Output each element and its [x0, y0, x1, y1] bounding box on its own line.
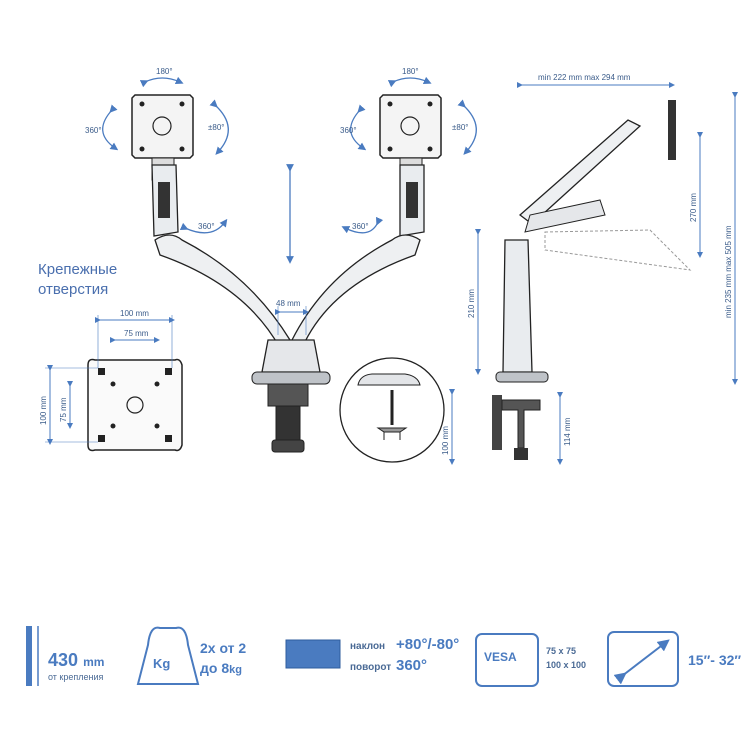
side-clamp-arm	[501, 399, 541, 449]
reach-note: от крепления	[48, 672, 104, 682]
side-height-range-label: min 235 mm max 505 mm	[724, 225, 733, 318]
vesa-100-width-label: 100 mm	[120, 309, 149, 318]
right-forearm-slot	[406, 182, 418, 218]
clamp-detail: 100 mm	[339, 357, 455, 465]
right-rotation-360-label: 360°	[340, 126, 357, 135]
side-270-label: 270 mm	[689, 193, 698, 222]
caption-line-1: Крепежные	[38, 261, 118, 278]
base-plate	[251, 371, 331, 385]
rotate-label: поворот	[350, 662, 392, 673]
clamp-height-label: 100 mm	[441, 426, 450, 455]
reach-range-label: min 222 mm max 294 mm	[538, 73, 631, 82]
side-column	[502, 239, 533, 373]
vesa-75-width-label: 75 mm	[124, 329, 149, 338]
mounting-holes-caption: Крепежные отверстия	[38, 260, 117, 300]
vesa-icon	[475, 633, 539, 687]
spec-icons	[26, 626, 679, 687]
right-rotation-180-label: 180°	[402, 67, 419, 76]
left-arm-rotation-label: 360°	[198, 222, 215, 231]
left-forearm-slot	[158, 182, 170, 218]
right-tilt-label: ±80°	[452, 123, 469, 132]
right-main-arm	[291, 234, 421, 350]
tilt-value: +80°/-80°	[396, 636, 460, 653]
screen-size-range: 15″- 32″	[688, 652, 742, 668]
left-rotation-180-label: 180°	[156, 67, 173, 76]
weight-line-2-value: до 8	[200, 660, 230, 676]
weight-icon	[136, 626, 200, 685]
vesa-100-height-label: 100 mm	[39, 396, 48, 425]
side-arm-ghost	[544, 229, 692, 271]
reach-unit: mm	[83, 655, 105, 669]
vesa-badge-label: VESA	[484, 650, 517, 664]
clamp-knob	[271, 439, 305, 453]
side-114-label: 114 mm	[563, 417, 572, 446]
side-clamp-knob	[514, 448, 528, 460]
right-arm-rotation-label: 360°	[352, 222, 369, 231]
weight-line-2: до 8kg	[200, 660, 242, 676]
clamp-body	[267, 383, 309, 407]
clamp-screw	[275, 405, 301, 441]
column-width-label: 48 mm	[276, 299, 301, 308]
tilt-label: наклон	[350, 641, 386, 652]
vesa-size-2: 100 x 100	[546, 660, 587, 670]
vesa-75-height-label: 75 mm	[59, 397, 68, 422]
reach-value: 430	[48, 650, 79, 670]
left-rotation-360-label: 360°	[85, 126, 102, 135]
screen-tilt-icon	[285, 639, 341, 669]
weight-unit: kg	[229, 664, 242, 676]
caption-line-2: отверстия	[38, 281, 109, 298]
dual-arm-front-view: 180° 180° 360° 360° ±80° ±80° 360° 360° …	[85, 67, 477, 453]
side-clamp	[492, 395, 502, 450]
left-tilt-label: ±80°	[208, 123, 225, 132]
side-arm-joint	[524, 199, 606, 233]
screen-size-icon	[607, 631, 679, 687]
vesa-detail: 100 mm 75 mm 100 mm 75 mm	[39, 309, 183, 452]
reach-spec: 430 mm	[48, 650, 104, 671]
rotate-value: 360°	[396, 657, 428, 674]
side-view: min 222 mm max 294 mm 210 mm 270 mm min …	[467, 73, 738, 465]
weight-icon-label: Kg	[153, 656, 171, 671]
left-main-arm	[154, 234, 291, 349]
side-210-label: 210 mm	[467, 289, 476, 318]
side-monitor-plate	[668, 100, 676, 160]
weight-line-1: 2x от 2	[200, 640, 247, 656]
side-base	[495, 371, 549, 383]
center-column	[261, 339, 321, 373]
vesa-size-1: 75 x 75	[546, 646, 577, 656]
desk-icon	[26, 626, 32, 686]
